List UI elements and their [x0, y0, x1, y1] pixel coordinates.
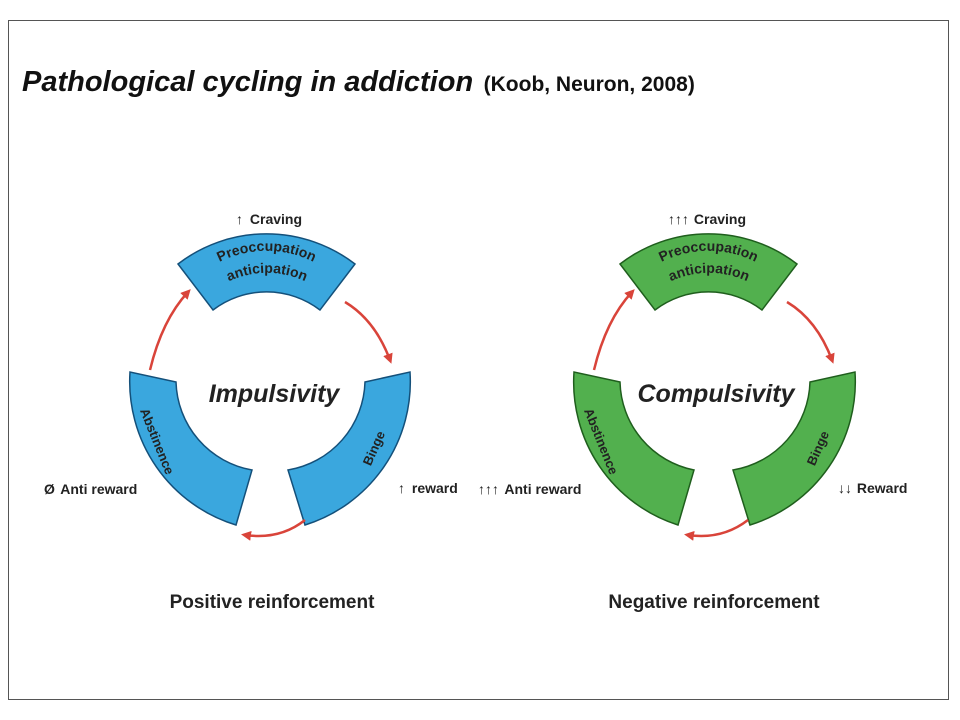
center-label-impulsivity: Impulsivity	[209, 380, 341, 408]
impulsivity-cycle: Preoccupation anticipation Abstinence Bi…	[44, 211, 458, 613]
title-text: Pathological cycling in addiction	[22, 66, 474, 98]
caption-positive-reinforcement: Positive reinforcement	[170, 592, 376, 613]
right-segment-binge	[287, 371, 412, 526]
craving-label-impulsivity: ↑ Craving	[236, 211, 302, 227]
arrow-abstinence-to-top	[148, 289, 191, 371]
reward-label-compulsivity: ↓↓ Reward	[838, 480, 907, 496]
craving-arrows-impulsivity: ↑	[236, 211, 243, 227]
title-citation: (Koob, Neuron, 2008)	[483, 73, 695, 96]
reward-text-impulsivity: reward	[412, 480, 458, 496]
reward-text-compulsivity: Reward	[857, 480, 908, 496]
slide-title: Pathological cycling in addiction (Koob,…	[22, 66, 695, 99]
anti-reward-text-impulsivity: Anti reward	[60, 481, 137, 497]
top-segment-impulsivity	[176, 233, 357, 312]
arrow-binge-to-abstinence	[241, 519, 306, 541]
slide-frame	[8, 20, 949, 700]
anti-reward-arrows-compulsivity: ↑↑↑	[478, 481, 499, 497]
center-label-compulsivity: Compulsivity	[638, 380, 796, 408]
left-segment-abstinence-compulsivity	[572, 371, 695, 526]
anti-reward-label-compulsivity: ↑↑↑ Anti reward	[478, 481, 581, 497]
left-segment-abstinence	[128, 371, 253, 526]
craving-text-impulsivity: Craving	[250, 211, 302, 227]
craving-text-compulsivity: Craving	[694, 211, 746, 227]
arrow-top-to-binge-compulsivity	[786, 300, 835, 364]
reward-arrows-compulsivity: ↓↓	[838, 480, 852, 496]
craving-arrows-compulsivity: ↑↑↑	[668, 211, 689, 227]
reward-arrows-impulsivity: ↑	[398, 480, 405, 496]
anti-reward-label-impulsivity: Ø Anti reward	[44, 481, 137, 497]
anti-reward-text-compulsivity: Anti reward	[504, 481, 581, 497]
compulsivity-cycle: Preoccupation anticipation Abstinence Bi…	[478, 211, 907, 613]
arrow-top-to-binge	[344, 300, 393, 364]
anti-reward-symbol-impulsivity: Ø	[44, 481, 55, 497]
top-segment-compulsivity	[618, 233, 799, 312]
right-segment-binge-compulsivity	[732, 371, 857, 526]
arrow-binge-to-abstinence-compulsivity	[684, 519, 749, 541]
reward-label-impulsivity: ↑ reward	[398, 480, 458, 496]
craving-label-compulsivity: ↑↑↑ Craving	[668, 211, 746, 227]
arrow-abstinence-to-top-compulsivity	[592, 289, 635, 371]
caption-negative-reinforcement: Negative reinforcement	[608, 592, 820, 613]
